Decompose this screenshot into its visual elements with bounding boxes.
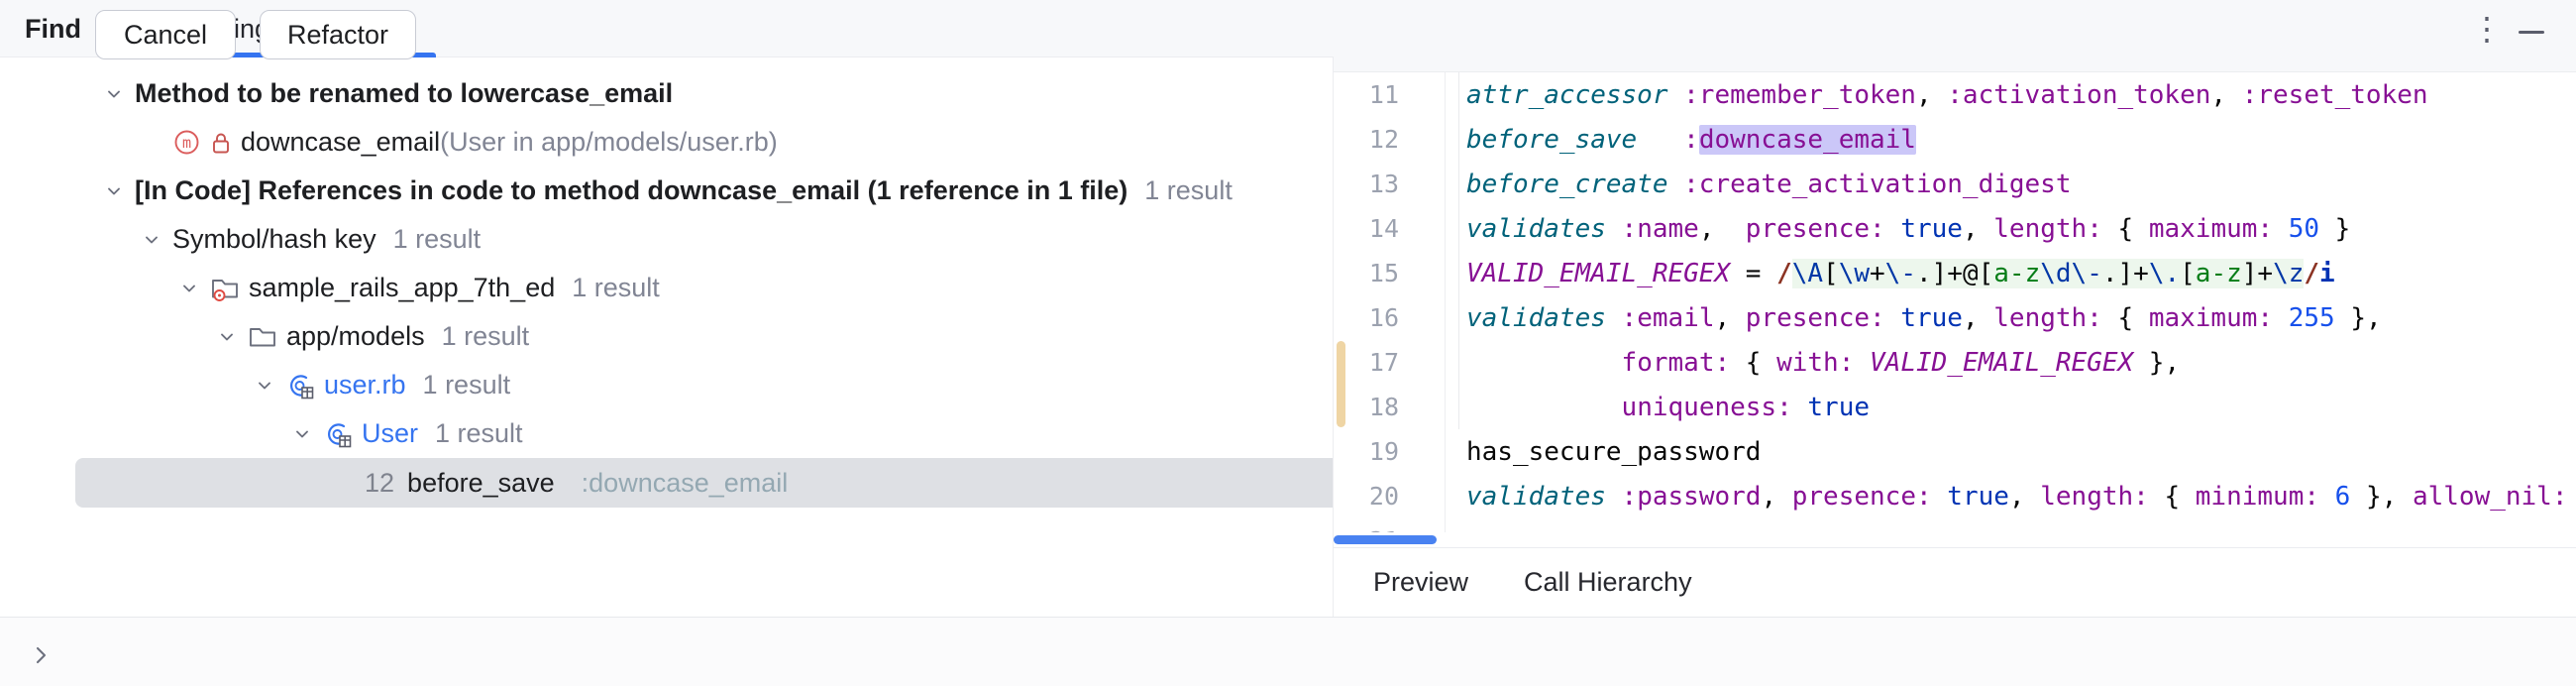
tree-row-text-gray: (User in app/models/user.rb) xyxy=(440,127,778,157)
method-icon: m xyxy=(172,128,201,157)
chevron-down-icon[interactable] xyxy=(103,83,125,105)
code-line-21: 21 xyxy=(1334,518,2576,532)
tree-row-rename-header[interactable]: Method to be renamed to lowercase_email xyxy=(75,69,1328,118)
code-line-16: 16 validates :email, presence: true, leng… xyxy=(1334,295,2576,340)
tree-row-text-count: 1 result xyxy=(572,273,660,302)
lock-icon xyxy=(210,130,232,156)
change-marker xyxy=(1337,341,1345,427)
tree-row-user-class[interactable]: User 1 result xyxy=(75,409,1516,458)
line-number: 20 xyxy=(1368,482,1399,511)
chevron-down-icon[interactable] xyxy=(178,278,200,299)
ruby-class-icon xyxy=(285,371,315,400)
svg-text:m: m xyxy=(182,134,191,152)
editor-top-strip xyxy=(1334,57,2576,72)
more-options-icon[interactable]: ⋮ xyxy=(2471,11,2503,47)
code-line-12: 12 before_save :downcase_email xyxy=(1334,117,2576,162)
line-number: 18 xyxy=(1368,393,1399,421)
project-folder-icon xyxy=(210,275,240,302)
tree-row-text-text: Symbol/hash key xyxy=(172,224,376,254)
tab-call-hierarchy[interactable]: Call Hierarchy xyxy=(1524,567,1692,597)
code-text: validates :name, presence: true, length:… xyxy=(1466,213,2351,244)
code-text: VALID_EMAIL_REGEX = /\A[\w+\-.]+@[a-z\d\… xyxy=(1466,258,2335,288)
toolwindow-header xyxy=(0,0,2576,57)
chevron-down-icon[interactable] xyxy=(141,229,162,251)
line-number: 11 xyxy=(1368,80,1399,109)
panel-divider xyxy=(1333,57,1334,618)
code-text: uniqueness: true xyxy=(1621,392,1871,422)
tree-row-text-count: 1 result xyxy=(1144,175,1233,205)
line-number: 13 xyxy=(1368,170,1399,198)
code-line-19: 19 has_secure_password xyxy=(1334,429,2576,474)
line-number: 17 xyxy=(1368,348,1399,377)
tree-row-text-count: 1 result xyxy=(441,321,530,351)
line-number: 16 xyxy=(1368,303,1399,332)
cancel-button[interactable]: Cancel xyxy=(95,10,236,59)
tree-row-text-bold: [In Code] References in code to method d… xyxy=(135,175,1128,205)
tree-row-text-bold: Method to be renamed to lowercase_email xyxy=(135,78,674,108)
tree-row-method[interactable]: m downcase_email (User in app/models/user… xyxy=(75,118,1365,167)
tree-row-text-count: 1 result xyxy=(392,224,482,254)
ruby-class-icon xyxy=(323,419,353,449)
code-line-13: 13 before_create :create_activation_diges… xyxy=(1334,162,2576,206)
folder-icon xyxy=(248,324,277,350)
code-preview-editor: 11 attr_accessor :remember_token, :activa… xyxy=(1334,72,2576,532)
code-text: before_save :downcase_email xyxy=(1466,124,1916,155)
refactor-button[interactable]: Refactor xyxy=(260,10,416,59)
tree-row-text-blue: User xyxy=(362,418,419,448)
footer-bar xyxy=(0,617,2576,686)
tree-row-symbol-hash-key[interactable]: Symbol/hash key 1 result xyxy=(75,215,1365,264)
line-number: 21 xyxy=(1334,526,1399,532)
line-number: 15 xyxy=(1368,259,1399,287)
bottom-tabs-separator xyxy=(1334,547,2576,548)
code-text: validates :password, presence: true, len… xyxy=(1466,481,2568,512)
expand-chevron-icon[interactable] xyxy=(26,640,55,675)
code-line-15: 15 VALID_EMAIL_REGEX = /\A[\w+\-.]+@[a-z\… xyxy=(1334,251,2576,295)
code-text: attr_accessor :remember_token, :activati… xyxy=(1466,79,2428,110)
chevron-down-icon[interactable] xyxy=(216,326,238,348)
tree-row-project[interactable]: sample_rails_app_7th_ed 1 result xyxy=(75,264,1403,312)
indent-guide xyxy=(1458,72,1459,429)
tree-row-text-linenum: 12 xyxy=(365,467,395,498)
code-text: has_secure_password xyxy=(1466,436,1762,467)
tree-row-text-text: sample_rails_app_7th_ed xyxy=(249,273,556,302)
horizontal-scrollbar-thumb[interactable] xyxy=(1334,535,1437,544)
code-line-18: 18 uniqueness: true xyxy=(1334,385,2576,429)
chevron-down-icon[interactable] xyxy=(103,180,125,202)
chevron-down-icon[interactable] xyxy=(254,375,275,397)
code-line-20: 20 validates :password, presence: true, l… xyxy=(1334,474,2576,518)
code-line-17: 17 format: { with: VALID_EMAIL_REGEX }, xyxy=(1334,340,2576,385)
tree-row-user-rb[interactable]: user.rb 1 result xyxy=(75,361,1478,409)
bottom-tabs: Preview Call Hierarchy xyxy=(1334,548,2576,617)
chevron-down-icon[interactable] xyxy=(291,423,313,445)
tree-row-app-models[interactable]: app/models 1 result xyxy=(75,312,1441,361)
tree-row-text-symref: :downcase_email xyxy=(581,467,789,498)
tree-row-text-text: downcase_email xyxy=(241,127,441,157)
gutter-separator xyxy=(1445,72,1446,532)
code-text: format: { with: VALID_EMAIL_REGEX }, xyxy=(1621,347,2181,378)
line-number: 19 xyxy=(1368,437,1399,466)
minimize-icon[interactable] xyxy=(2519,31,2544,34)
code-text: before_create :create_activation_digest xyxy=(1466,169,2072,199)
line-number: 12 xyxy=(1368,125,1399,154)
tree-row-text-blue: user.rb xyxy=(324,370,406,400)
tab-preview[interactable]: Preview xyxy=(1373,567,1469,597)
line-number: 14 xyxy=(1368,214,1399,243)
tree-row-text-text: app/models xyxy=(286,321,425,351)
tree-row-text-count: 1 result xyxy=(435,418,523,448)
code-line-14: 14 validates :name, presence: true, lengt… xyxy=(1334,206,2576,251)
tree-row-references-header[interactable]: [In Code] References in code to method d… xyxy=(75,167,1328,215)
tree-row-text-count: 1 result xyxy=(422,370,511,400)
toolwindow-title: Find xyxy=(25,14,81,44)
code-text: validates :email, presence: true, length… xyxy=(1466,302,2382,333)
tree-row-text-text: before_save xyxy=(407,467,555,498)
code-line-11: 11 attr_accessor :remember_token, :activa… xyxy=(1334,72,2576,117)
